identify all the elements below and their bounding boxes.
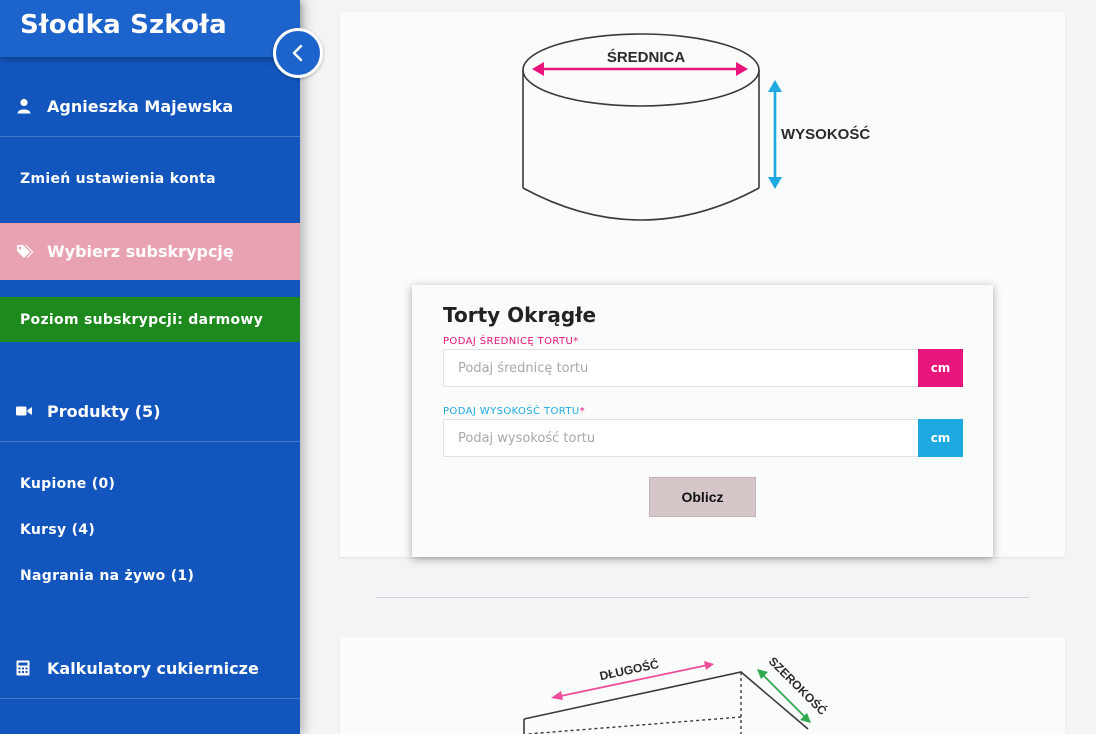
tag-icon [16, 244, 34, 260]
rect-cake-card: DŁUGOŚĆ SZEROKOŚĆ [340, 637, 1065, 734]
sidebar-item-bought[interactable]: Kupione (0) [20, 476, 116, 492]
sidebar-item-courses[interactable]: Kursy (4) [20, 522, 96, 538]
height-input[interactable] [444, 420, 918, 456]
diameter-input-group: cm [443, 349, 963, 387]
section-divider [376, 597, 1029, 598]
height-input-group: cm [443, 419, 963, 457]
calculator-icon [16, 660, 32, 676]
height-field-label: PODAJ WYSOKOŚĆ TORTU* [443, 406, 585, 417]
diameter-unit-badge: cm [918, 349, 963, 387]
calculate-button[interactable]: Oblicz [649, 477, 756, 517]
round-cake-diagram: ŚREDNICA WYSOKOŚĆ [522, 33, 870, 221]
sidebar-user[interactable]: Agnieszka Majewska [0, 86, 300, 126]
calculators-heading: Kalkulatory cukiernicze [47, 658, 259, 678]
user-icon [16, 98, 32, 114]
sidebar-products[interactable]: Produkty (5) [0, 391, 300, 431]
user-name: Agnieszka Majewska [47, 96, 234, 116]
collapse-sidebar-button[interactable] [273, 28, 323, 78]
rect-cake-diagram: DŁUGOŚĆ SZEROKOŚĆ [523, 654, 831, 734]
width-arrow [760, 672, 808, 720]
account-settings-link[interactable]: Zmień ustawienia konta [20, 171, 216, 187]
divider [0, 698, 300, 699]
choose-subscription-label: Wybierz subskrypcję [47, 242, 234, 261]
height-diagram-label: WYSOKOŚĆ [781, 125, 870, 143]
chevron-left-icon [292, 44, 303, 62]
round-cake-form: Torty Okrągłe PODAJ ŚREDNICĘ TORTU* cm P… [412, 285, 993, 557]
products-heading: Produkty (5) [47, 401, 161, 421]
width-diagram-label: SZEROKOŚĆ [766, 654, 831, 719]
sidebar-calculators[interactable]: Kalkulatory cukiernicze [0, 648, 300, 688]
video-camera-icon [16, 403, 32, 419]
length-arrow [555, 664, 709, 698]
diameter-diagram-label: ŚREDNICA [607, 48, 686, 66]
choose-subscription-button[interactable]: Wybierz subskrypcję [0, 223, 300, 280]
height-unit-badge: cm [918, 419, 963, 457]
diameter-field-label-text: PODAJ ŚREDNICĘ TORTU [443, 336, 574, 347]
divider [0, 136, 300, 137]
brand-title[interactable]: Słodka Szkoła [20, 10, 227, 40]
subscription-level: Poziom subskrypcji: darmowy [0, 297, 300, 342]
diameter-field-label: PODAJ ŚREDNICĘ TORTU* [443, 336, 579, 347]
required-mark: * [573, 336, 579, 347]
form-title: Torty Okrągłe [443, 303, 597, 327]
length-diagram-label: DŁUGOŚĆ [598, 656, 660, 683]
brand-bar: Słodka Szkoła [0, 0, 300, 57]
height-field-label-text: PODAJ WYSOKOŚĆ TORTU [443, 406, 580, 417]
required-mark: * [579, 406, 586, 417]
sidebar-item-live-recordings[interactable]: Nagrania na żywo (1) [20, 568, 195, 584]
sidebar: Słodka Szkoła Agnieszka Majewska Zmień u… [0, 0, 300, 734]
divider [0, 441, 300, 442]
diameter-input[interactable] [444, 350, 918, 386]
